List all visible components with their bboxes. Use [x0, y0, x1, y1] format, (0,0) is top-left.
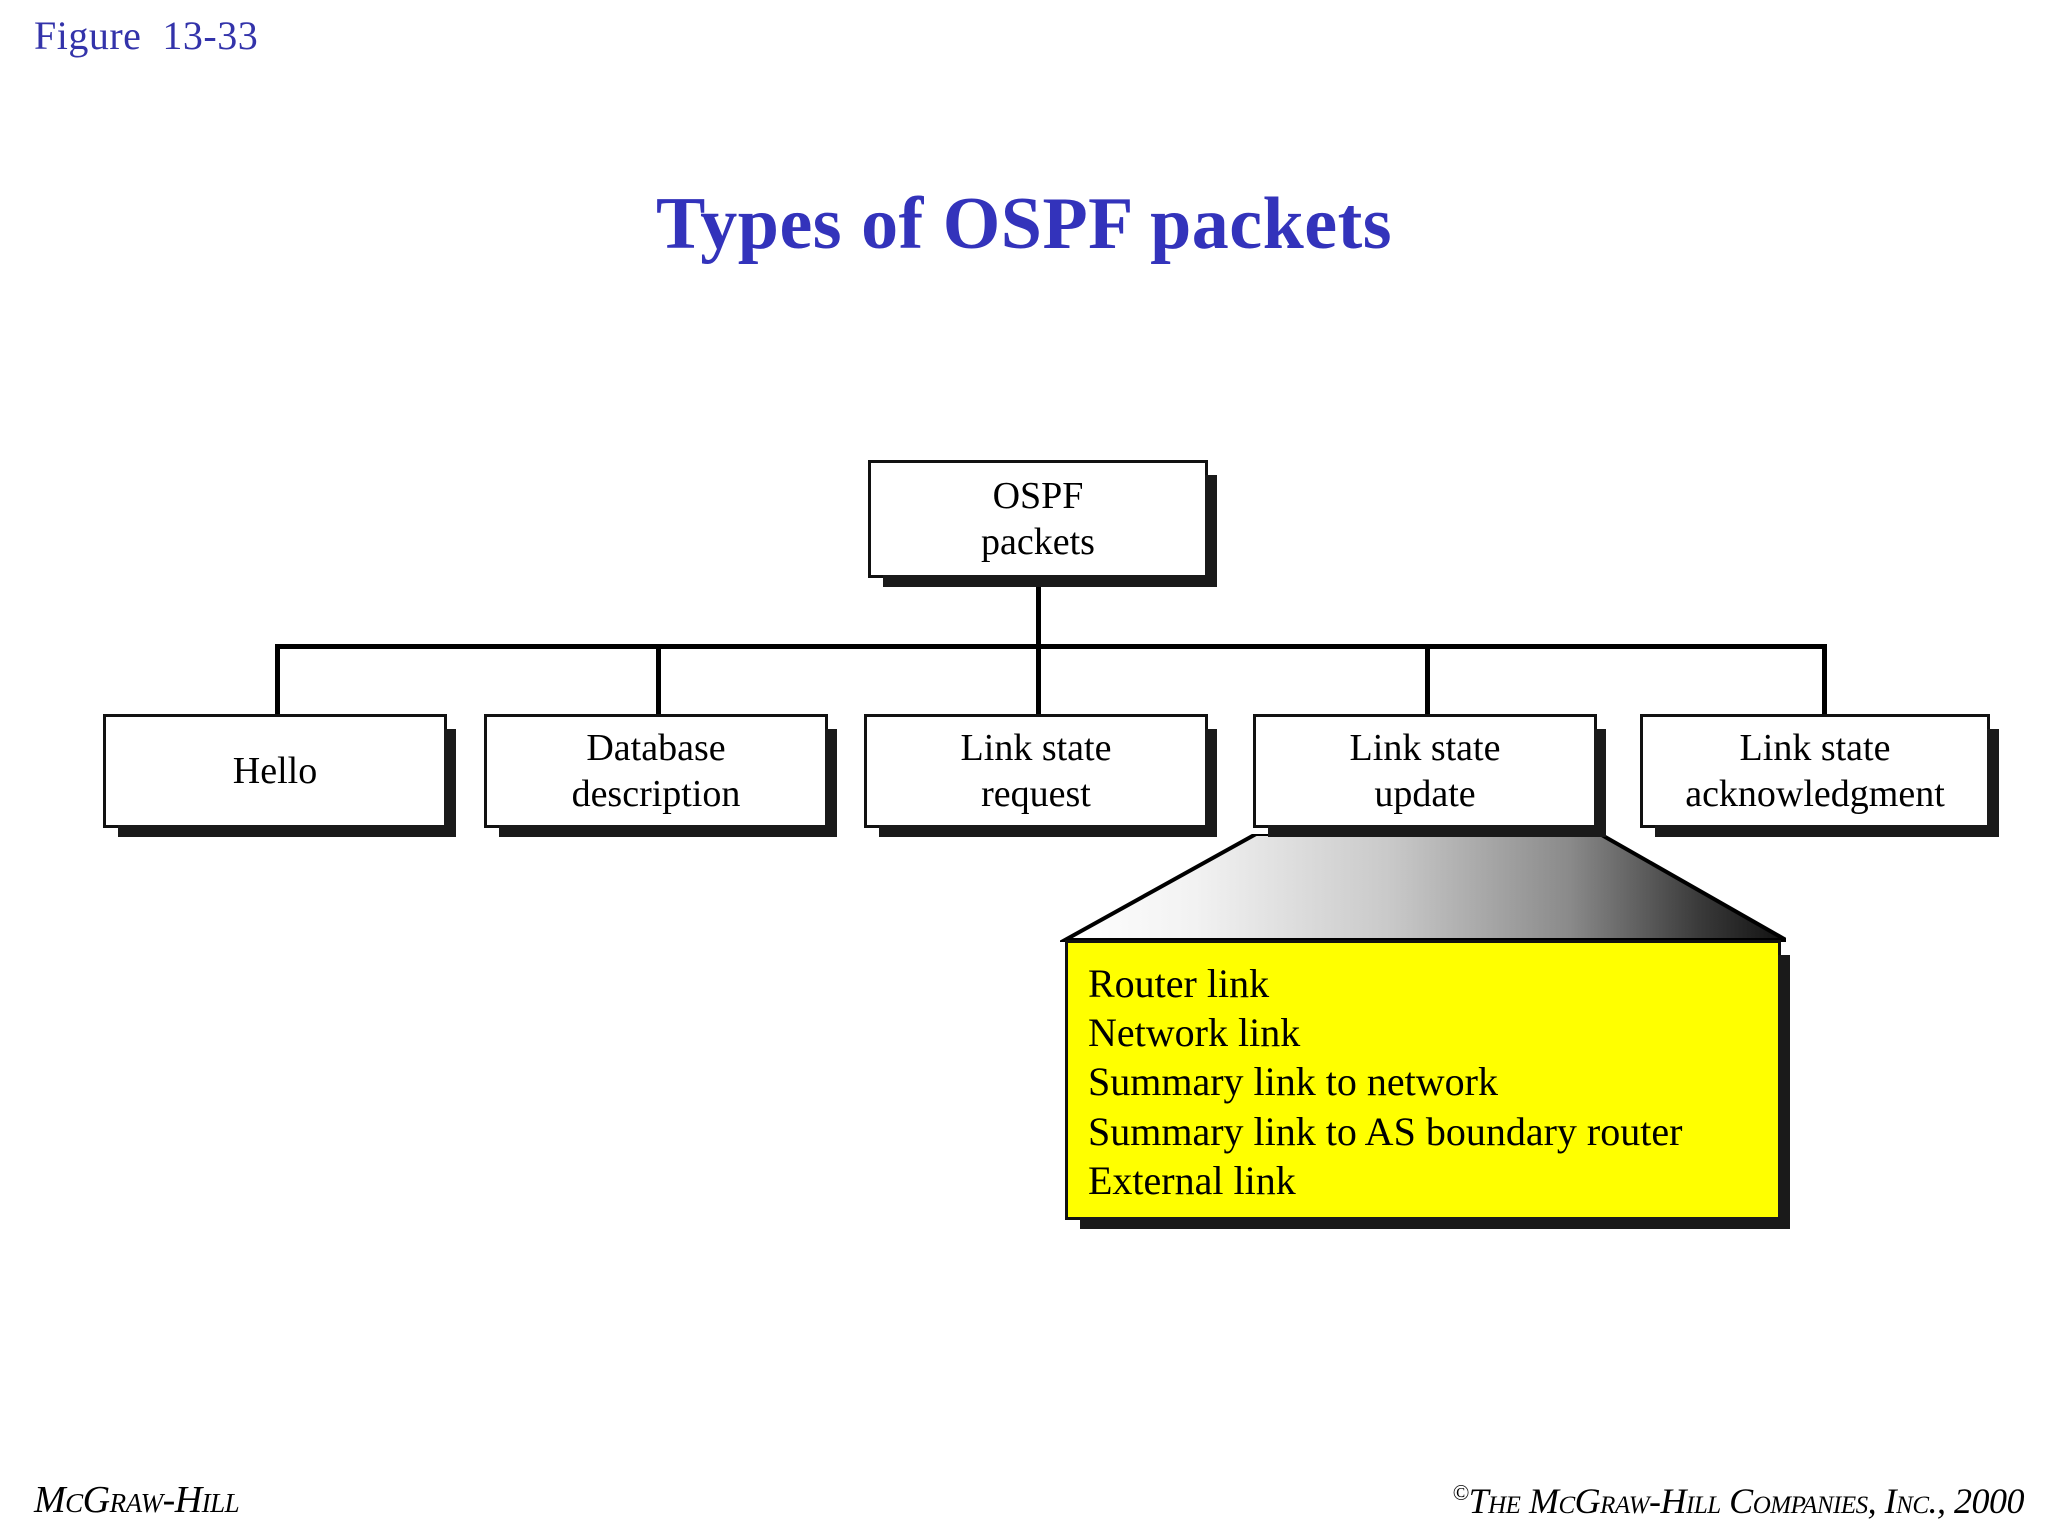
footer-copyright-text: The McGraw-Hill Companies, Inc., 2000: [1468, 1481, 2025, 1521]
connector-drop-3: [1036, 644, 1041, 715]
node-shadow-right: [444, 729, 456, 837]
node-label-line: request: [981, 773, 1091, 815]
node-label-line: update: [1374, 773, 1476, 815]
node-label-line: Link state: [960, 726, 1112, 769]
footer-publisher: McGraw-Hill: [34, 1479, 240, 1521]
node-shadow-bottom: [1655, 825, 1999, 837]
connector-drop-4: [1425, 644, 1430, 715]
node-label-line: Link state: [1739, 726, 1891, 769]
connector-horizontal-bus: [275, 644, 1827, 649]
node-label-line: Link state: [1349, 726, 1501, 769]
node-shadow-bottom: [879, 825, 1217, 837]
node-shadow-right: [1987, 729, 1999, 837]
node-shadow-bottom: [499, 825, 837, 837]
connector-drop-2: [656, 644, 661, 715]
node-hello[interactable]: Hello: [103, 714, 456, 837]
footer-copyright: ©The McGraw-Hill Companies, Inc., 2000: [1452, 1480, 2024, 1522]
node-label-line: acknowledgment: [1685, 773, 1945, 815]
copyright-icon: ©: [1452, 1480, 1469, 1505]
node-shadow-right: [1205, 729, 1217, 837]
node-shadow-right: [825, 729, 837, 837]
node-label-line: OSPF: [992, 474, 1084, 517]
connector-drop-5: [1822, 644, 1827, 715]
list-item: Network link: [1088, 1010, 1301, 1056]
node-link-state-request[interactable]: Link state request: [864, 714, 1217, 837]
connector-drop-1: [275, 644, 280, 715]
page-title: Types of OSPF packets: [655, 183, 1393, 265]
figure-label: Figure 13-33: [34, 13, 259, 58]
callout-shadow-bottom: [1080, 1217, 1790, 1229]
node-shadow-bottom: [1268, 825, 1606, 837]
node-shadow-right: [1594, 729, 1606, 837]
node-link-state-update[interactable]: Link state update: [1253, 714, 1606, 837]
node-shadow-right: [1205, 475, 1217, 587]
node-link-state-acknowledgment[interactable]: Link state acknowledgment: [1640, 714, 1999, 837]
node-label-line: description: [571, 773, 741, 815]
node-shadow-bottom: [118, 825, 456, 837]
callout-shadow-right: [1778, 955, 1790, 1229]
list-item: Summary link to AS boundary router: [1088, 1108, 1683, 1154]
list-item: Router link: [1088, 961, 1270, 1006]
node-database-description[interactable]: Database description: [484, 714, 837, 837]
node-label-line: packets: [981, 521, 1095, 563]
list-item: External link: [1088, 1157, 1296, 1203]
node-shadow-bottom: [883, 575, 1217, 587]
node-label-line: Hello: [232, 749, 318, 792]
node-ospf-packets[interactable]: OSPF packets: [868, 460, 1217, 587]
list-item: Summary link to network: [1088, 1059, 1498, 1105]
connector-root-stem: [1036, 578, 1041, 648]
node-label-line: Database: [586, 726, 726, 769]
callout-list: Router link Network link Summary link to…: [1088, 959, 1778, 1205]
callout-box[interactable]: Router link Network link Summary link to…: [1065, 940, 1790, 1229]
callout-funnel-trapezoid: [1060, 834, 1786, 942]
